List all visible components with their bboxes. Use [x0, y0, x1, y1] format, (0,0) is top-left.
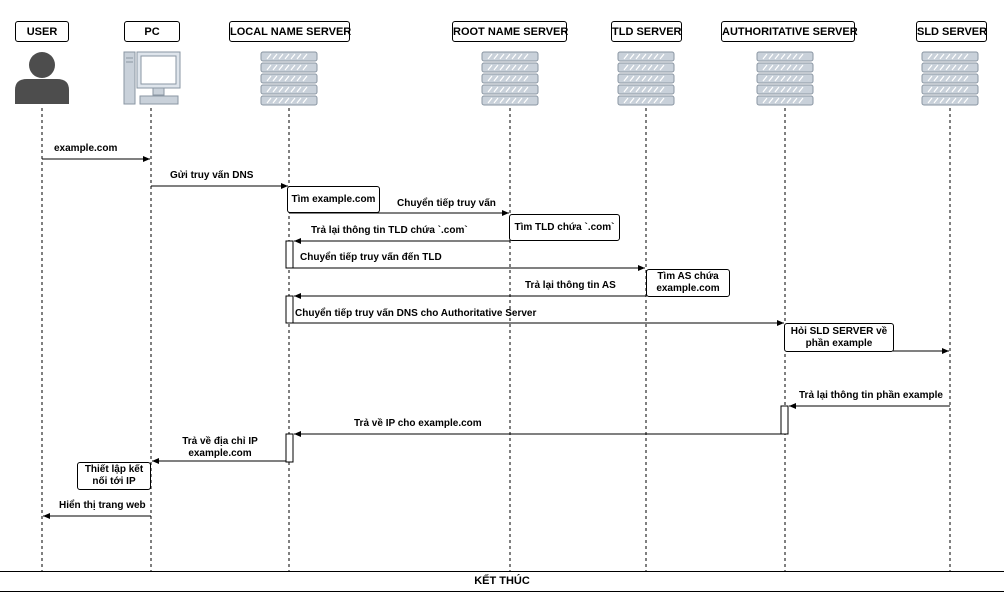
tld-server-icon: [617, 51, 675, 106]
end-label: KẾT THÚC: [0, 571, 1004, 592]
activation-local-3: [285, 433, 294, 463]
note-ask-sld: Hỏi SLD SERVER về phần example: [784, 323, 894, 352]
local-server-icon: [260, 51, 318, 106]
msg-label-forward-to-tld: Chuyển tiếp truy vấn đến TLD: [300, 252, 442, 263]
activation-auth: [780, 405, 789, 435]
note-find-tld: Tìm TLD chứa `.com`: [509, 214, 620, 241]
participant-root-name-server: ROOT NAME SERVER: [452, 21, 568, 42]
note-find-example: Tìm example.com: [287, 186, 380, 213]
msg-label-forward-query: Chuyển tiếp truy vấn: [397, 198, 496, 209]
note-find-as-line2: example.com: [656, 283, 720, 294]
participant-user: USER: [15, 21, 69, 42]
note-ask-sld-line1: Hỏi SLD SERVER về: [790, 325, 888, 337]
msg-label-return-ip-address-line2: example.com: [188, 448, 252, 459]
pc-icon: [123, 51, 181, 105]
sld-server-icon: [921, 51, 979, 106]
participant-local-name-server: LOCAL NAME SERVER: [229, 21, 351, 42]
msg-label-return-tld-info: Trả lại thông tin TLD chứa `.com`: [311, 225, 468, 236]
note-find-as: Tìm AS chứa example.com: [646, 269, 730, 297]
authoritative-server-icon: [756, 51, 814, 106]
msg-label-return-example-part: Trả lại thông tin phần example: [799, 390, 943, 401]
note-ask-sld-line2: phần example: [805, 337, 873, 349]
participant-sld-server: SLD SERVER: [916, 21, 987, 42]
participant-authoritative-server: AUTHORITATIVE SERVER: [721, 21, 858, 42]
note-establish-connection-line1: Thiết lập kết: [84, 464, 144, 475]
note-establish-connection-line2: nối tới IP: [92, 476, 136, 487]
msg-label-return-ip: Trả về IP cho example.com: [354, 418, 482, 429]
msg-label-return-ip-address: Trả về địa chỉ IP example.com: [155, 436, 285, 460]
msg-label-forward-to-authoritative: Chuyển tiếp truy vấn DNS cho Authoritati…: [295, 308, 537, 319]
msg-label-show-web: Hiển thị trang web: [59, 500, 146, 511]
msg-label-return-as-info: Trả lại thông tin AS: [525, 280, 616, 291]
note-find-as-line1: Tìm AS chứa: [657, 271, 719, 282]
msg-label-send-dns-query: Gửi truy vấn DNS: [170, 170, 254, 181]
participant-tld-server: TLD SERVER: [611, 21, 682, 42]
msg-label-return-ip-address-line1: Trả về địa chỉ IP: [182, 436, 258, 447]
participant-pc: PC: [124, 21, 180, 42]
activation-local-2: [285, 295, 294, 324]
user-icon: [15, 52, 69, 104]
activation-local-1: [285, 240, 294, 269]
msg-label-example-com: example.com: [54, 143, 118, 154]
root-server-icon: [481, 51, 539, 106]
note-establish-connection: Thiết lập kết nối tới IP: [77, 462, 151, 490]
